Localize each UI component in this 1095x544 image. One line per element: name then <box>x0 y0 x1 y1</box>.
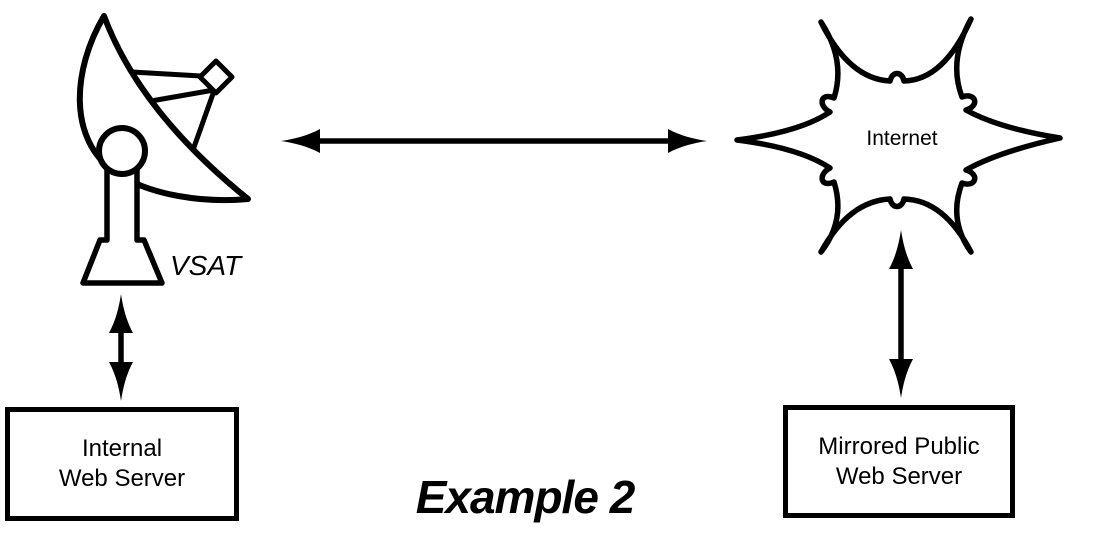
mirrored-web-server-label-line1: Mirrored Public <box>818 432 980 460</box>
mirrored-web-server-label-line2: Web Server <box>835 462 963 490</box>
arrow-vsat-internet <box>281 129 707 153</box>
vsat-label: VSAT <box>170 250 242 281</box>
internet-splat-cloud-icon <box>734 16 1063 255</box>
internal-web-server-label-line2: Web Server <box>58 465 186 492</box>
internet-label: Internet <box>866 127 938 150</box>
arrow-internet-mirrored-server <box>889 230 913 398</box>
satellite-dish-icon <box>76 13 251 286</box>
arrow-vsat-internal-server <box>109 294 133 401</box>
diagram-caption: Example 2 <box>415 471 636 523</box>
internal-web-server-box: Internal Web Server <box>5 407 239 521</box>
mirrored-public-web-server-box: Mirrored Public Web Server <box>783 405 1015 518</box>
internal-web-server-label-line1: Internal <box>81 435 163 462</box>
